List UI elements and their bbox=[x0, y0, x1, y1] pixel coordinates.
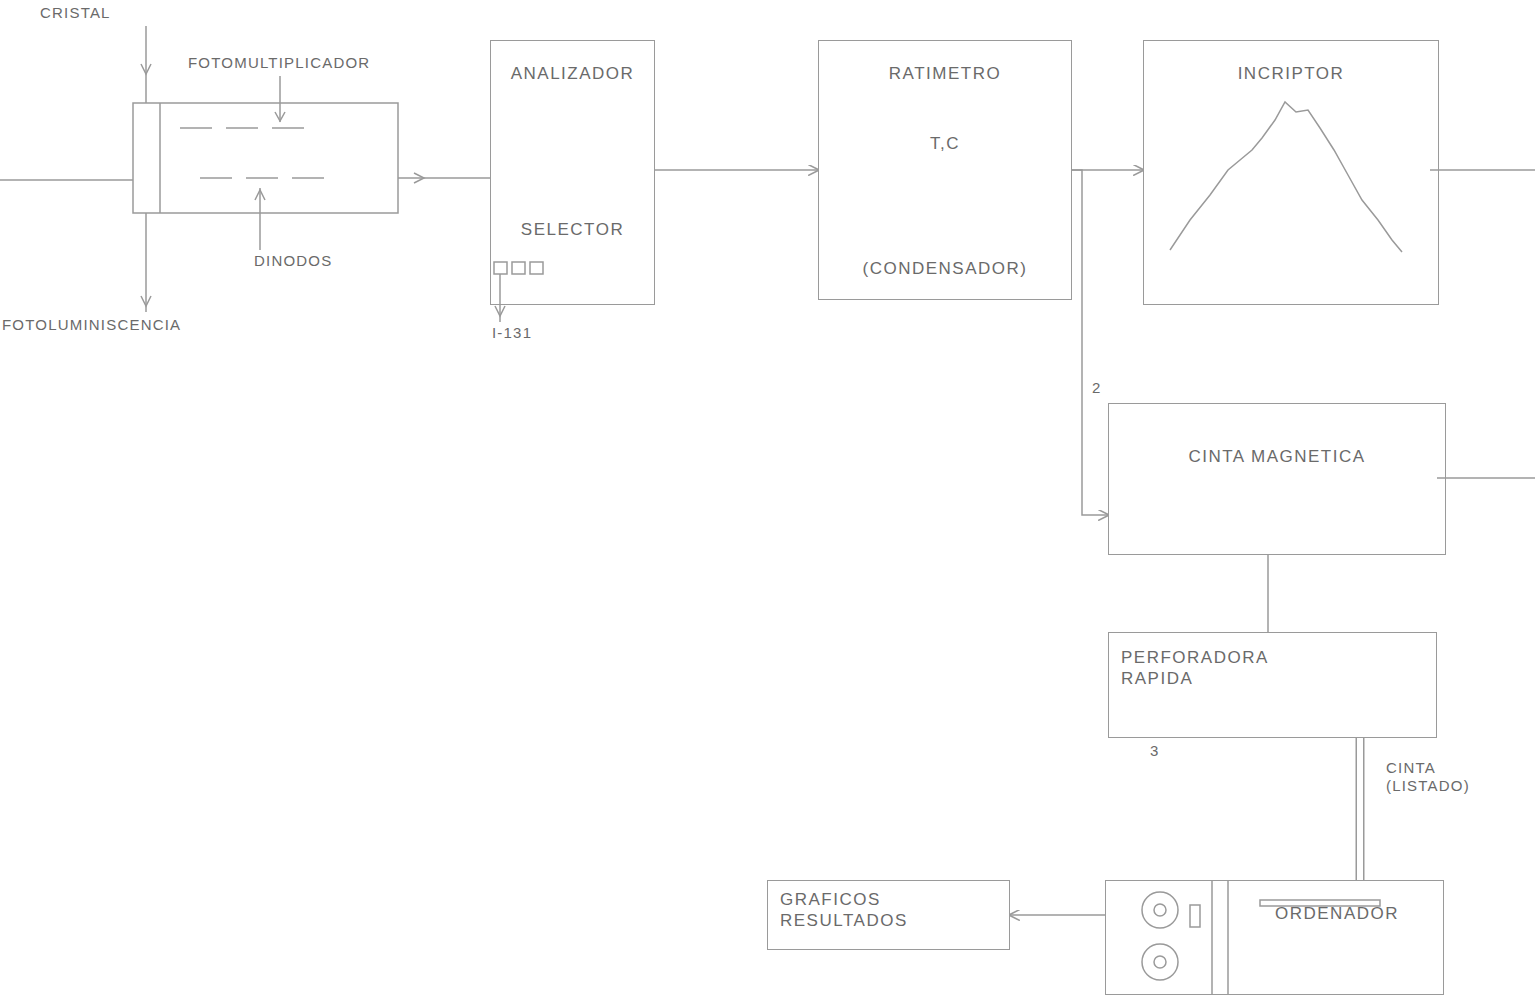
edge-label: 2 bbox=[1090, 378, 1104, 398]
box-title: ANALIZADOR bbox=[491, 63, 654, 84]
connector bbox=[1010, 915, 1105, 916]
box-text: T,C bbox=[819, 133, 1071, 154]
process-box: PERFORADORA RAPIDA bbox=[1108, 632, 1437, 738]
selector-buttons bbox=[494, 262, 543, 274]
arrow-head bbox=[495, 306, 505, 316]
process-box: ANALIZADOR SELECTOR bbox=[490, 40, 655, 305]
detector-housing bbox=[133, 103, 398, 213]
box-text: SELECTOR bbox=[491, 219, 654, 240]
connector-line bbox=[1010, 914, 1105, 916]
connector bbox=[655, 170, 818, 171]
crystal-divider bbox=[159, 103, 161, 213]
connector-line bbox=[655, 169, 818, 171]
process-box: CINTA MAGNETICA bbox=[1108, 403, 1446, 555]
box-text: (CONDENSADOR) bbox=[819, 258, 1071, 279]
process-box: INCRIPTOR bbox=[1143, 40, 1439, 305]
box-title: RATIMETRO bbox=[819, 63, 1071, 84]
box-title: GRAFICOS RESULTADOS bbox=[768, 889, 910, 932]
part-label: FOTOMULTIPLICADOR bbox=[188, 54, 370, 72]
leader-line bbox=[279, 76, 281, 122]
arrow-head bbox=[141, 64, 151, 74]
output-line bbox=[1437, 477, 1535, 479]
connector-line bbox=[1267, 555, 1269, 632]
part-label: I-131 bbox=[492, 324, 532, 342]
box-title: INCRIPTOR bbox=[1144, 63, 1438, 84]
arrow-head bbox=[255, 190, 265, 200]
box-title: CINTA MAGNETICA bbox=[1109, 446, 1445, 467]
connector bbox=[1360, 738, 1361, 880]
leader-line bbox=[145, 213, 147, 312]
signal-wire bbox=[398, 177, 490, 179]
tape-line bbox=[1357, 738, 1363, 880]
arrow-head bbox=[414, 173, 424, 183]
recorder-trace bbox=[1170, 102, 1402, 252]
arrow-head bbox=[141, 296, 151, 306]
tape-reels bbox=[1142, 880, 1380, 995]
box-title: PERFORADORA RAPIDA bbox=[1109, 647, 1291, 690]
connector bbox=[1268, 555, 1269, 632]
edge-label: CINTA (LISTADO) bbox=[1384, 758, 1472, 796]
process-box: ORDENADOR bbox=[1105, 880, 1444, 995]
leader-line bbox=[259, 188, 261, 250]
callout-number: 3 bbox=[1150, 742, 1160, 760]
input-line bbox=[0, 179, 133, 181]
tape-line bbox=[1356, 738, 1365, 880]
part-label: CRISTAL bbox=[40, 4, 111, 22]
arrow-head bbox=[275, 112, 285, 121]
process-box: RATIMETRO T,C (CONDENSADOR) bbox=[818, 40, 1072, 300]
dynode-symbols bbox=[180, 128, 324, 178]
connector bbox=[1072, 170, 1108, 515]
part-label: FOTOLUMINISCENCIA bbox=[2, 316, 181, 334]
part-label: DINODOS bbox=[254, 252, 332, 270]
connector-line bbox=[1359, 738, 1361, 880]
process-box: GRAFICOS RESULTADOS bbox=[767, 880, 1010, 950]
connector-line bbox=[1072, 170, 1108, 515]
output-line bbox=[1430, 169, 1535, 171]
box-title: ORDENADOR bbox=[1106, 903, 1443, 924]
leader-line bbox=[145, 26, 147, 103]
